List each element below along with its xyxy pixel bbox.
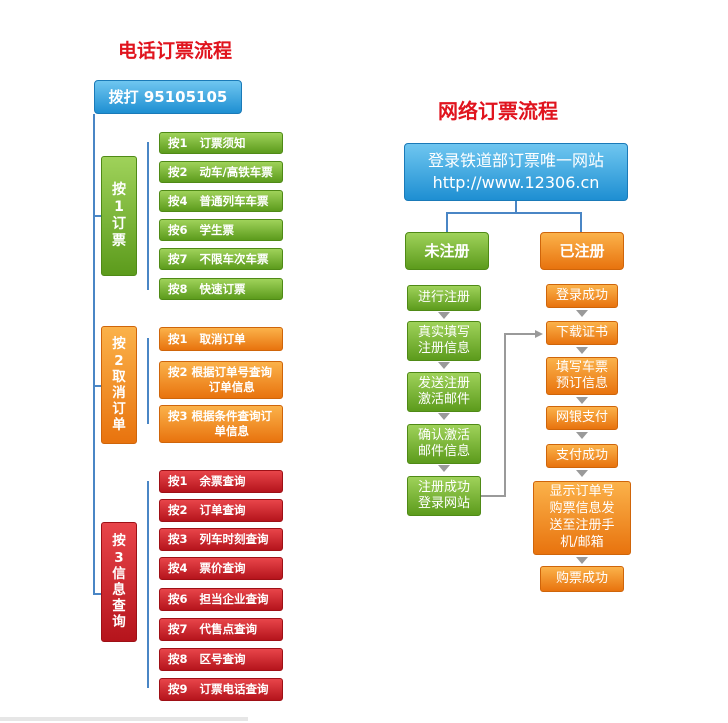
down-arrow-icon xyxy=(576,557,588,564)
unregistered-step: 进行注册 xyxy=(407,285,481,311)
phone-trunk-line xyxy=(93,114,95,594)
down-arrow-icon xyxy=(576,310,588,317)
bottom-divider xyxy=(0,717,248,721)
down-arrow-icon xyxy=(576,347,588,354)
down-arrow-icon xyxy=(438,312,450,319)
dial-number-box: 拨打 95105105 xyxy=(94,80,242,114)
group2-spine xyxy=(147,338,149,424)
down-arrow-icon xyxy=(576,432,588,439)
phone-flow-title: 电话订票流程 xyxy=(118,40,233,62)
online-flow-title: 网络订票流程 xyxy=(438,99,558,123)
down-arrow-icon xyxy=(576,470,588,477)
official-site-line1: 登录铁道部订票唯一网站 xyxy=(427,151,604,171)
registered-header: 已注册 xyxy=(540,232,624,270)
register-to-download-line xyxy=(481,330,543,500)
site-connector-right xyxy=(580,212,582,232)
registered-step: 登录成功 xyxy=(546,284,618,308)
connector-group-1 xyxy=(93,215,101,217)
down-arrow-icon xyxy=(438,413,450,420)
unregistered-step: 注册成功 登录网站 xyxy=(407,476,481,516)
unregistered-header: 未注册 xyxy=(405,232,489,270)
unregistered-step: 真实填写 注册信息 xyxy=(407,321,481,361)
official-site-box: 登录铁道部订票唯一网站 http://www.12306.cn xyxy=(404,143,628,201)
registered-step: 购票成功 xyxy=(540,566,624,592)
unregistered-step: 发送注册 激活邮件 xyxy=(407,372,481,412)
registered-step: 支付成功 xyxy=(546,444,618,468)
unregistered-step: 确认激活 邮件信息 xyxy=(407,424,481,464)
site-connector-stem xyxy=(515,201,517,213)
down-arrow-icon xyxy=(576,397,588,404)
group3-spine xyxy=(147,481,149,688)
down-arrow-icon xyxy=(438,465,450,472)
connector-group-2 xyxy=(93,385,101,387)
official-site-url: http://www.12306.cn xyxy=(432,173,600,192)
registered-step: 网银支付 xyxy=(546,406,618,430)
down-arrow-icon xyxy=(438,362,450,369)
connector-arrow-icon xyxy=(481,330,543,497)
registered-step: 显示订单号 购票信息发 送至注册手 机/邮箱 xyxy=(533,481,631,555)
site-connector-bar xyxy=(446,212,582,214)
registered-step: 下载证书 xyxy=(546,321,618,345)
group1-spine xyxy=(147,142,149,290)
registered-step: 填写车票 预订信息 xyxy=(546,357,618,395)
site-connector-left xyxy=(446,212,448,232)
connector-group-3 xyxy=(93,593,101,595)
